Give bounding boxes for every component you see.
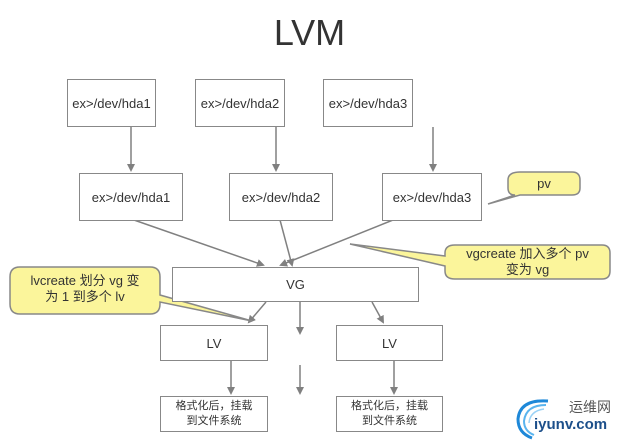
format-line2: 到文件系统 [186, 415, 242, 427]
format-line1: 格式化后，挂载 [351, 400, 428, 412]
pv-label: ex>/dev/hda2 [241, 189, 321, 205]
partition-label: ex>/dev/hda2 [200, 95, 280, 111]
partition-box-hda3: ex>/dev/hda3 [323, 79, 413, 127]
callout-pv-text: pv [508, 176, 580, 192]
arrow-vg-to-lv2 [371, 301, 384, 324]
watermark-logo: 运维网 iyunv.com [512, 395, 617, 440]
format-box-left: 格式化后，挂载 到文件系统 [160, 396, 268, 432]
pv-label: ex>/dev/hda1 [91, 189, 171, 205]
pv-box-hda2: ex>/dev/hda2 [229, 173, 333, 221]
lv-box-right: LV [336, 325, 443, 361]
partition-label: ex>/dev/hda1 [72, 95, 151, 111]
format-line2: 到文件系统 [362, 415, 417, 427]
partition-label: ex>/dev/hda3 [328, 95, 408, 111]
callout-vgcreate-line1: vgcreate 加入多个 pv [466, 246, 589, 261]
logo-en-text: iyunv.com [534, 416, 608, 433]
lv-label: LV [382, 335, 397, 351]
callout-pv-label: pv [537, 176, 551, 191]
vg-label: VG [286, 277, 305, 292]
arrow-vg-to-lv1 [247, 301, 267, 324]
arrow-pv3-to-vg [279, 219, 394, 267]
lv-box-left: LV [160, 325, 268, 361]
vg-box: VG [172, 267, 419, 302]
partition-box-hda1: ex>/dev/hda1 [67, 79, 156, 127]
pv-box-hda1: ex>/dev/hda1 [79, 173, 183, 221]
diagram-title: LVM [273, 12, 346, 53]
format-line1: 格式化后，挂载 [175, 400, 253, 412]
callout-lvcreate-shape [9, 266, 253, 322]
callout-pv-shape [487, 171, 581, 205]
lv-label: LV [206, 335, 222, 351]
callout-vgcreate-text: vgcreate 加入多个 pv 变为 vg [445, 246, 610, 278]
callout-lvcreate-line2: 为 1 到多个 lv [45, 289, 125, 304]
arrow-pv2-to-vg [279, 219, 295, 267]
format-box-right: 格式化后，挂载 到文件系统 [336, 396, 443, 432]
logo-cn-text: 运维网 [569, 399, 611, 415]
swirl-logo-icon [516, 399, 549, 440]
arrow-pv1-to-vg [133, 219, 265, 267]
callout-vgcreate-shape [349, 243, 611, 280]
callout-lvcreate-text: lvcreate 划分 vg 变 为 1 到多个 lv [10, 273, 160, 305]
partition-box-hda2: ex>/dev/hda2 [195, 79, 285, 127]
callout-lvcreate-line1: lvcreate 划分 vg 变 [30, 273, 140, 288]
pv-box-hda3: ex>/dev/hda3 [382, 173, 482, 221]
pv-label: ex>/dev/hda3 [392, 189, 472, 205]
callout-vgcreate-line2: 变为 vg [505, 262, 550, 277]
